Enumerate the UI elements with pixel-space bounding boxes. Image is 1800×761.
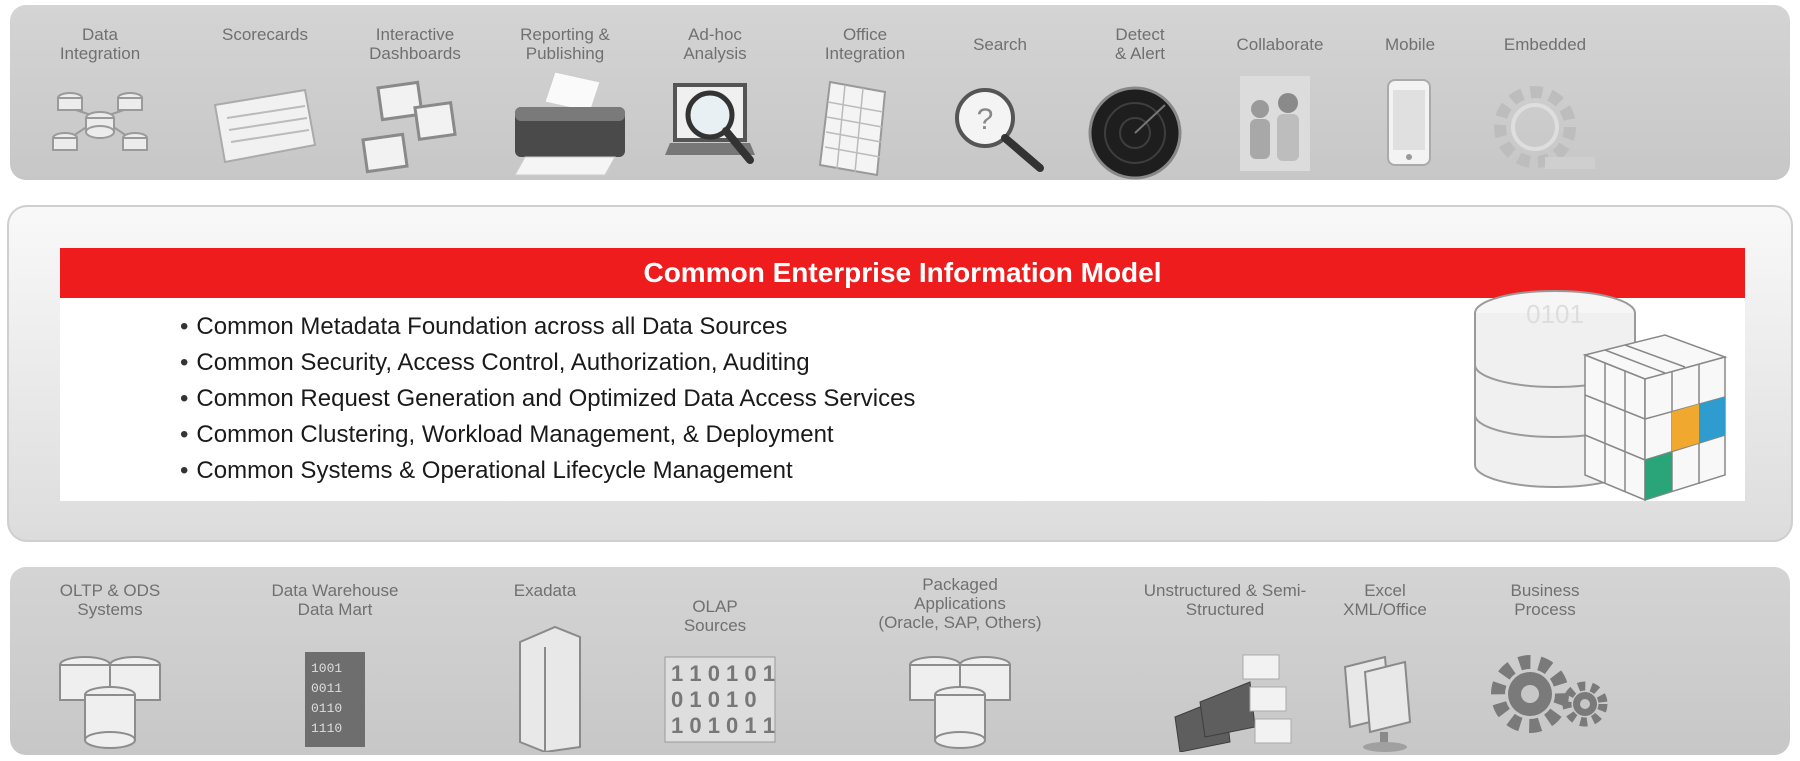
capability-label: Mobile [1384, 35, 1436, 54]
data-sources-band: OLTP & ODS Systems Data Warehouse Data M… [10, 567, 1790, 755]
network-cubes-icon [52, 92, 148, 151]
feature-item: Common Request Generation and Optimized … [180, 381, 915, 417]
svg-text:0011: 0011 [311, 681, 342, 696]
source-label: OLAP Sources [683, 597, 747, 635]
svg-text:1 1 0 1 0 1: 1 1 0 1 0 1 [671, 661, 775, 686]
capability-label: Reporting & Publishing [520, 25, 610, 63]
feature-list: Common Metadata Foundation across all Da… [180, 309, 915, 489]
scorecard-icon [213, 88, 317, 164]
documents-icon [1174, 654, 1292, 752]
radar-icon [1088, 86, 1182, 180]
source-label: Unstructured & Semi- Structured [1143, 581, 1307, 619]
server-rack-icon [519, 625, 581, 752]
capability-label: Office Integration [824, 25, 906, 63]
svg-text:0101: 0101 [1526, 299, 1584, 329]
files-icon [1343, 655, 1412, 752]
feature-item: Common Systems & Operational Lifecycle M… [180, 453, 915, 489]
information-model-panel: Common Enterprise Information Model Comm… [60, 248, 1745, 501]
source-label: Excel XML/Office [1343, 581, 1427, 619]
mobile-phone-icon [1387, 79, 1431, 166]
svg-text:1 0 1 0 1 1: 1 0 1 0 1 1 [671, 713, 775, 738]
capability-label: Embedded [1503, 35, 1587, 54]
search-icon: ? [955, 88, 1044, 172]
svg-text:1110: 1110 [311, 721, 342, 736]
capability-label: Search [973, 35, 1027, 54]
binary-cube-icon: 1 1 0 1 0 1 0 1 0 1 0 1 0 1 0 1 1 [664, 656, 776, 743]
svg-text:0 1 0 1 0: 0 1 0 1 0 [671, 687, 757, 712]
people-icon [1240, 76, 1310, 171]
source-label: OLTP & ODS Systems [59, 581, 161, 619]
dashboard-icon [361, 80, 457, 174]
binary-building-icon: 1001 0011 0110 1110 [305, 652, 365, 747]
capability-label: Detect & Alert [1114, 25, 1166, 63]
printer-icon [514, 71, 625, 176]
capability-label: Data Integration [59, 25, 141, 63]
feature-item: Common Security, Access Control, Authori… [180, 345, 915, 381]
capability-label: Scorecards [222, 25, 308, 44]
svg-text:0110: 0110 [311, 701, 342, 716]
source-label: Data Warehouse Data Mart [271, 581, 399, 619]
source-label: Exadata [513, 581, 577, 600]
capability-label: Ad-hoc Analysis [683, 25, 747, 63]
database-stack-icon [909, 656, 1011, 749]
gears-icon [1491, 655, 1608, 733]
capability-label: Interactive Dashboards [369, 25, 461, 63]
capability-label: Collaborate [1236, 35, 1324, 54]
svg-text:?: ? [977, 103, 994, 136]
magnifier-laptop-icon [665, 83, 755, 164]
svg-text:1001: 1001 [311, 661, 342, 676]
source-label: Business Process [1510, 581, 1580, 619]
database-cube-icon: 0101 [1474, 290, 1728, 502]
source-label: Packaged Applications (Oracle, SAP, Othe… [878, 575, 1042, 632]
gear-outline-icon [1494, 86, 1595, 169]
feature-item: Common Clustering, Workload Management, … [180, 417, 915, 453]
database-stack-icon [59, 656, 161, 749]
panel-title: Common Enterprise Information Model [60, 248, 1745, 298]
spreadsheet-icon [818, 80, 887, 177]
top-capabilities-band: Data Integration Scorecards Interactive … [10, 5, 1790, 180]
feature-item: Common Metadata Foundation across all Da… [180, 309, 915, 345]
